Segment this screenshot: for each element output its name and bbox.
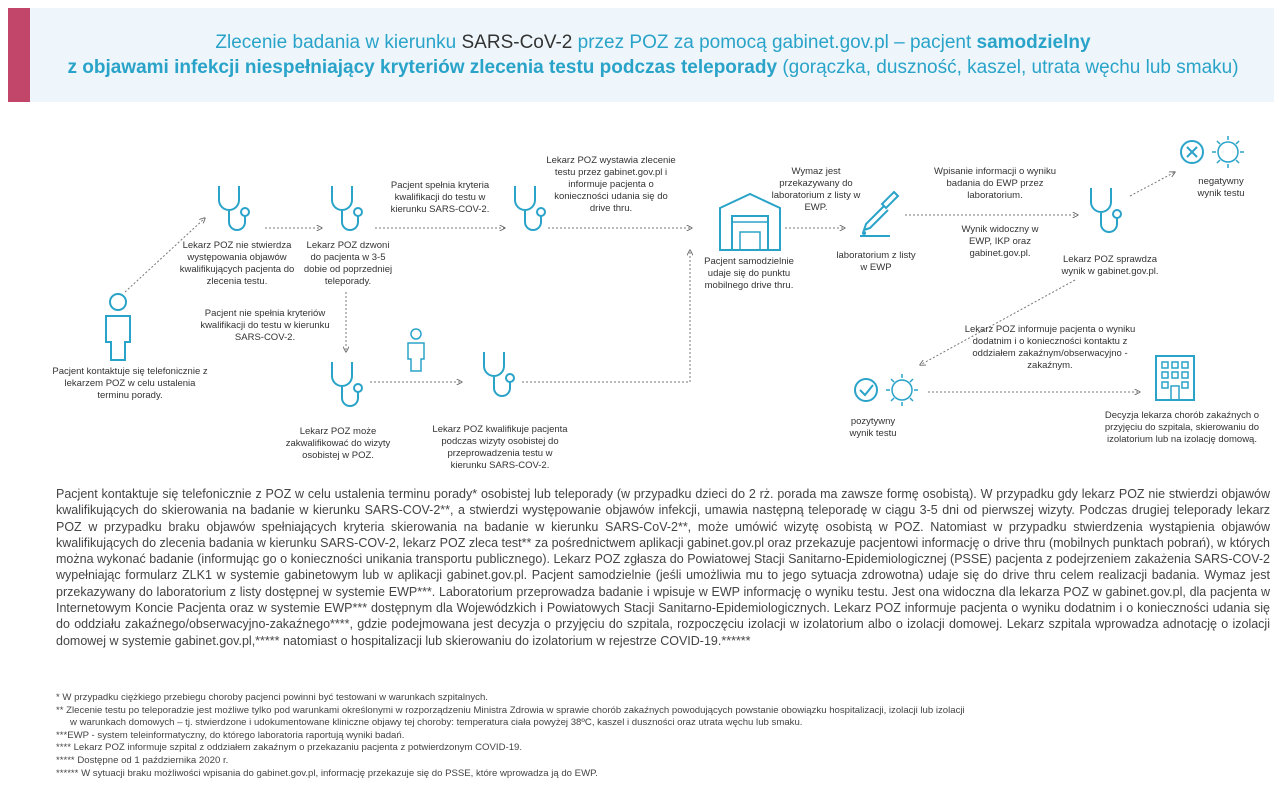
stethoscope-icon xyxy=(1090,188,1122,233)
label-no-symptoms: Lekarz POZ nie stwierdza występowania ob… xyxy=(179,240,295,287)
footnote: ** Zlecenie testu po teleporadzie jest m… xyxy=(56,704,965,716)
arrow-positive xyxy=(920,279,1076,365)
header-accent-bar xyxy=(8,8,30,102)
label-may-qualify: Lekarz POZ może zakwalifikować do wizyty… xyxy=(285,426,391,461)
pipette-icon xyxy=(860,190,900,237)
label-meets-criteria: Pacjent spełnia kryteria kwalifikacji do… xyxy=(390,180,490,215)
title-part: samodzielny xyxy=(976,32,1091,53)
label-result-visible: Wynik widoczny w EWP, IKP oraz gabinet.g… xyxy=(961,224,1039,259)
arrow-negative xyxy=(1129,172,1175,197)
label-entering-info: Wpisanie informacji o wyniku badania do … xyxy=(934,166,1056,201)
title-part: SARS-CoV-2 xyxy=(461,32,573,53)
arrow-doctor5-to-drive xyxy=(522,250,690,383)
title-part: Zlecenie badania w kierunku xyxy=(215,32,462,53)
label-positive: pozytywny wynik testu xyxy=(849,416,897,439)
header-banner: Zlecenie badania w kierunku SARS-CoV-2 p… xyxy=(8,8,1274,102)
description-paragraph: Pacjent kontaktuje się telefonicznie z P… xyxy=(56,487,1270,648)
label-issues-order: Lekarz POZ wystawia zlecenie testu przez… xyxy=(546,155,676,214)
title-part: (gorączka, duszność, kaszel, utrata węch… xyxy=(777,57,1239,78)
footnote: **** Lekarz POZ informuje szpital z oddz… xyxy=(56,742,523,754)
stethoscope-icon xyxy=(514,186,546,231)
label-infect-decision: Decyzja lekarza chorób zakaźnych o przyj… xyxy=(1104,410,1260,445)
title-part: z objawami infekcji niespełniający kryte… xyxy=(67,57,778,78)
patient-small-icon xyxy=(407,328,425,372)
flow-connectors xyxy=(124,0,1278,480)
label-smear-transferred: Wymaz jest przekazywany do laboratorium … xyxy=(771,166,861,213)
label-not-meets: Pacjent nie spełnia kryteriów kwalifikac… xyxy=(200,308,330,343)
label-goes-drive-thru: Pacjent samodzielnie udaje się do punktu… xyxy=(704,256,794,291)
stethoscope-icon xyxy=(331,362,363,407)
page-title: Zlecenie badania w kierunku SARS-CoV-2 p… xyxy=(38,30,1268,80)
footnotes: * W przypadku ciężkiego przebiegu chorob… xyxy=(56,692,1270,780)
patient-icon xyxy=(105,293,131,361)
title-part: przez POZ za pomocą gabinet.gov.pl – pac… xyxy=(572,32,977,53)
footnote: * W przypadku ciężkiego przebiegu chorob… xyxy=(56,692,488,703)
stethoscope-icon xyxy=(331,186,363,231)
label-informs-positive: Lekarz POZ informuje pacjenta o wyniku d… xyxy=(964,324,1136,371)
label-patient-contact: Pacjent kontaktuje się telefonicznie z l… xyxy=(52,366,208,401)
stethoscope-icon xyxy=(483,352,515,397)
label-checks-result: Lekarz POZ sprawdza wynik w gabinet.gov.… xyxy=(1061,254,1159,277)
label-qualifies: Lekarz POZ kwalifikuje pacjenta podczas … xyxy=(432,424,568,471)
footnote: w warunkach domowych – tj. stwierdzone i… xyxy=(70,717,803,729)
footnote: ****** W sytuacji braku możliwości wpisa… xyxy=(56,767,598,779)
stethoscope-icon xyxy=(218,186,250,231)
footnote: ***EWP - system teleinformatyczny, do kt… xyxy=(56,729,405,741)
hospital-icon xyxy=(1155,355,1195,401)
label-lab: laboratorium z listy w EWP xyxy=(836,250,916,273)
negative-result-icon xyxy=(1180,136,1244,168)
label-calls-patient: Lekarz POZ dzwoni do pacjenta w 3-5 dobi… xyxy=(303,240,393,287)
footnote: ***** Dostępne od 1 października 2020 r. xyxy=(56,754,229,766)
label-negative: negatywny wynik testu xyxy=(1197,176,1245,199)
positive-result-icon xyxy=(854,374,918,406)
drive-thru-building-icon xyxy=(719,192,781,251)
